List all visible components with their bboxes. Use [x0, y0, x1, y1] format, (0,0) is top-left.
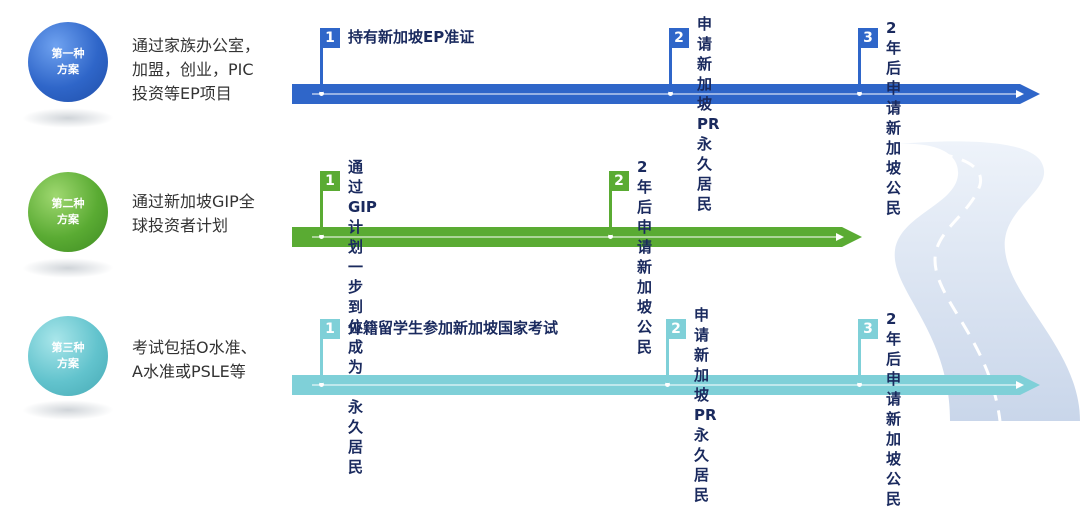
plan-1-step-1-label: 持有新加坡EP准证	[348, 28, 475, 46]
plan-3-badge: 第三种 方案	[28, 316, 108, 396]
plan-3-description: 考试包括O水准、 A水准或PSLE等	[132, 338, 257, 381]
plan-2-badge-text: 第二种 方案	[51, 197, 85, 226]
plan-3-shadow	[22, 400, 114, 420]
plan-3-dot-3	[857, 382, 862, 387]
plan-1-step-1-number: 1	[320, 28, 340, 48]
plan-1-shadow	[22, 108, 114, 128]
plan-1-dot-1	[319, 91, 324, 96]
plan-3-step-1-number: 1	[320, 319, 340, 339]
plan-3-step-2-label: 申请新加坡 PR永久居民	[694, 306, 717, 504]
plan-1-step-3-number: 3	[858, 28, 878, 48]
plan-3-step-3-number: 3	[858, 319, 878, 339]
plan-2-step-1-label: 通过GIP计划 一步到位成为PR永久居民	[348, 158, 377, 476]
plan-3-step-1-label: 外籍留学生参加新加坡国家考试	[348, 319, 559, 337]
plan-3-badge-text: 第三种 方案	[51, 341, 85, 370]
plan-2-dot-2	[608, 234, 613, 239]
plan-1-arrow	[292, 84, 1040, 104]
plan-3-step-3-label: 2年后 申请新加坡公民	[886, 310, 902, 508]
plan-1-dot-3	[857, 91, 862, 96]
plan-2-badge: 第二种 方案	[28, 172, 108, 252]
plan-1-description: 通过家族办公室， 加盟，创业，PIC 投资等EP项目	[132, 36, 261, 103]
plan-2-dot-1	[319, 234, 324, 239]
plan-1-badge-text: 第一种 方案	[51, 47, 85, 76]
plan-3-dot-1	[319, 382, 324, 387]
plan-2-shadow	[22, 258, 114, 278]
plan-2-step-1-number: 1	[320, 171, 340, 191]
plan-2-step-2-number: 2	[609, 171, 629, 191]
plan-1-step-3-label: 2年后 申请新加坡公民	[886, 19, 902, 217]
plan-3-step-2-number: 2	[666, 319, 686, 339]
plan-2-step-2-label: 2年后 申请新加坡公民	[637, 158, 653, 356]
plan-3-dot-2	[665, 382, 670, 387]
plan-1-badge: 第一种 方案	[28, 22, 108, 102]
plan-1-dot-2	[668, 91, 673, 96]
plan-2-description: 通过新加坡GIP全 球投资者计划	[132, 192, 255, 235]
plan-1-step-2-number: 2	[669, 28, 689, 48]
plan-2-arrow	[292, 227, 862, 247]
road-illustration	[885, 141, 1080, 421]
plan-1-step-2-label: 申请新加坡 PR永久居民	[697, 15, 720, 213]
